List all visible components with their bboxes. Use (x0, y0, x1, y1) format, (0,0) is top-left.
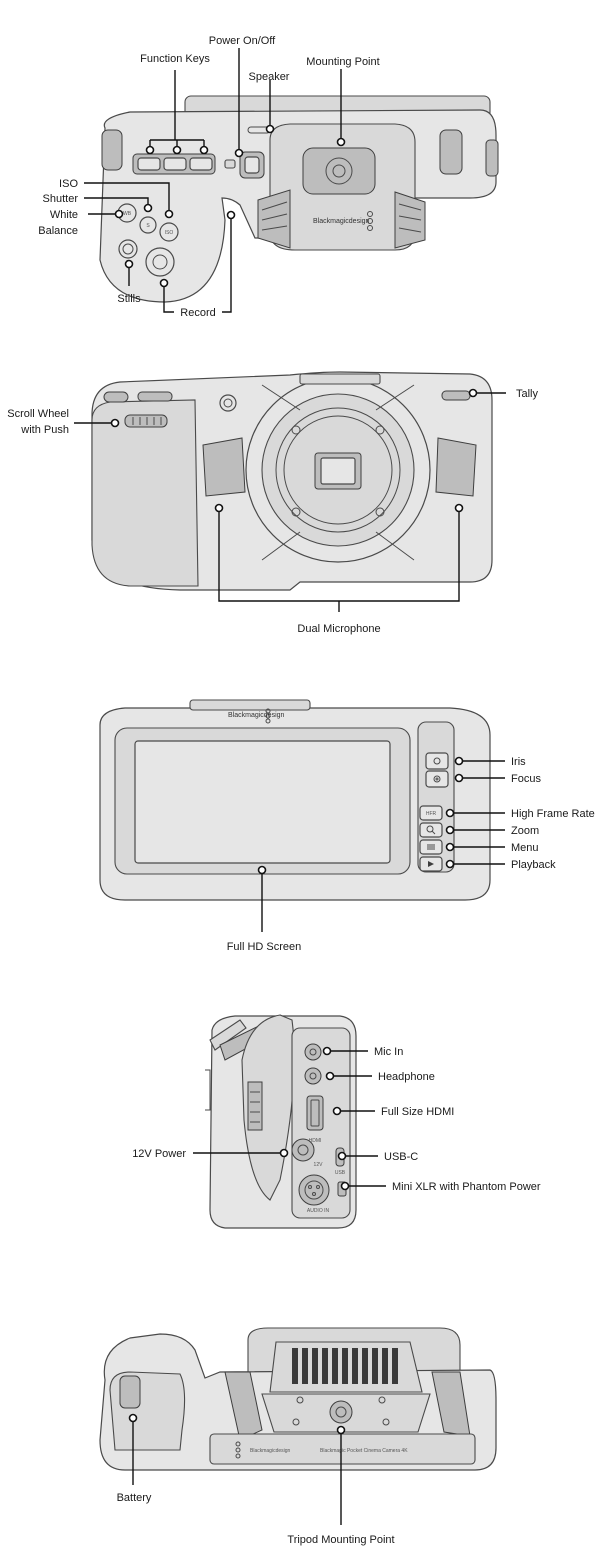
hfr-button-print: HFR (426, 811, 437, 817)
stills-callout (124, 259, 134, 269)
mounting-point-callout (336, 137, 346, 147)
record-callout (226, 210, 236, 220)
iso-button-print: ISO (165, 230, 174, 236)
usb-print: USB (335, 1170, 346, 1176)
iris-label: Iris (511, 756, 526, 768)
shutter-label: Shutter (43, 193, 79, 205)
iris-callout (454, 756, 464, 766)
playback-label: Playback (511, 859, 556, 871)
12v-power-callout (279, 1148, 289, 1158)
xlr-callout (340, 1181, 350, 1191)
left-microphone-callout (214, 503, 224, 513)
function-key-2-callout (172, 145, 182, 155)
iso-callout (164, 209, 174, 219)
scroll-wheel-label-1: Scroll Wheel (7, 408, 69, 420)
headphone-callout (325, 1071, 335, 1081)
hdmi-port-print: HDMI (309, 1138, 322, 1144)
focus-label: Focus (511, 773, 541, 785)
screen-label: Full HD Screen (227, 941, 302, 953)
back-view: Blackmagicdesign HFR (99, 699, 595, 953)
mic-in-callout (322, 1046, 332, 1056)
playback-callout (445, 859, 455, 869)
bottom-view: Blackmagicdesign Blackmagic Pocket Cinem… (99, 1327, 497, 1546)
top-view: WB S ISO Blackmagicdesign (38, 35, 499, 319)
stills-label: Stills (117, 293, 141, 305)
s-button-print: S (146, 223, 150, 229)
wb-button-print: WB (123, 211, 132, 217)
xlr-label: Mini XLR with Phantom Power (392, 1181, 541, 1193)
hdmi-callout (332, 1106, 342, 1116)
record-label: Record (180, 307, 215, 319)
tripod-callout (336, 1425, 346, 1435)
12v-power-label: 12V Power (132, 1148, 186, 1160)
white-label: White (50, 209, 78, 221)
iso-label: ISO (59, 178, 78, 190)
balance-label: Balance (38, 225, 78, 237)
front-camera-drawing (91, 371, 493, 591)
headphone-label: Headphone (378, 1071, 435, 1083)
back-camera-drawing: Blackmagicdesign HFR (99, 699, 491, 901)
tripod-label: Tripod Mounting Point (287, 1534, 394, 1546)
hfr-label: High Frame Rate (511, 808, 595, 820)
bottom-camera-drawing: Blackmagicdesign Blackmagic Pocket Cinem… (99, 1327, 497, 1471)
bottom-model-print: Blackmagic Pocket Cinema Camera 4K (320, 1448, 408, 1454)
menu-callout (445, 842, 455, 852)
white-balance-callout (114, 209, 124, 219)
dual-microphone-label: Dual Microphone (297, 623, 380, 635)
menu-label: Menu (511, 842, 539, 854)
speaker-callout (265, 124, 275, 134)
front-view: Scroll Wheel with Push Tally Dual Microp… (7, 371, 539, 635)
bottom-brand-print: Blackmagicdesign (250, 1448, 291, 1454)
usbc-callout (337, 1151, 347, 1161)
function-keys-label: Function Keys (140, 53, 210, 65)
side-view: HDMI 12V USB AUDIO IN Mic In Headp (132, 1014, 541, 1229)
function-key-1-callout (145, 145, 155, 155)
zoom-label: Zoom (511, 825, 539, 837)
scroll-wheel-callout (110, 418, 120, 428)
hfr-callout (445, 808, 455, 818)
function-key-3-callout (199, 145, 209, 155)
battery-label: Battery (117, 1492, 152, 1504)
record-stem-callout (159, 278, 169, 288)
shutter-callout (143, 203, 153, 213)
power-callout (234, 148, 244, 158)
back-brand-print: Blackmagicdesign (228, 712, 285, 719)
audio-in-print: AUDIO IN (307, 1208, 330, 1214)
speaker-label: Speaker (249, 71, 290, 83)
mounting-point-label: Mounting Point (306, 56, 379, 68)
right-microphone-callout (454, 503, 464, 513)
tally-label: Tally (516, 388, 539, 400)
vent-grille (292, 1348, 398, 1384)
12v-print: 12V (314, 1162, 324, 1168)
top-brand-print: Blackmagicdesign (313, 218, 370, 225)
screen-callout (257, 865, 267, 875)
tally-callout (468, 388, 478, 398)
hdmi-label: Full Size HDMI (381, 1106, 454, 1118)
zoom-callout (445, 825, 455, 835)
battery-callout (128, 1413, 138, 1423)
power-label: Power On/Off (209, 35, 276, 47)
mic-in-label: Mic In (374, 1046, 403, 1058)
scroll-wheel-label-2: with Push (20, 424, 69, 436)
focus-callout (454, 773, 464, 783)
top-camera-drawing: WB S ISO Blackmagicdesign (99, 95, 499, 303)
side-camera-drawing: HDMI 12V USB AUDIO IN (205, 1014, 357, 1229)
usbc-label: USB-C (384, 1151, 418, 1163)
